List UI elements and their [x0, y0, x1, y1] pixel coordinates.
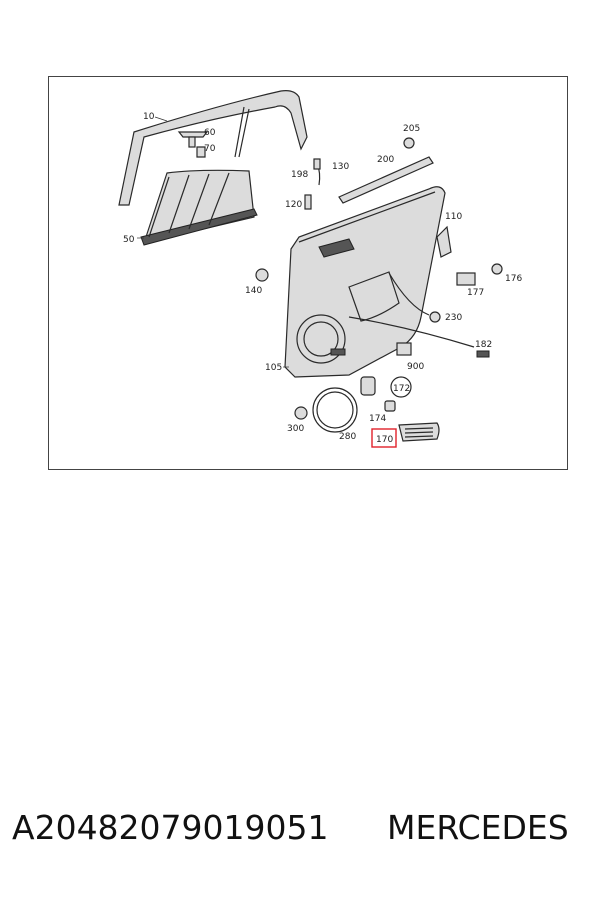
callout-110: 110: [445, 212, 462, 222]
cable-part: [313, 158, 321, 186]
callout-105: 105: [265, 363, 282, 373]
retainer-clip-part: [255, 268, 269, 282]
screw-part: [304, 194, 312, 210]
sunshade-part: [140, 169, 258, 246]
callout-176: 176: [505, 274, 522, 284]
callout-10: 10: [143, 112, 155, 122]
callout-182: 182: [475, 340, 492, 350]
switch-part: [456, 263, 503, 286]
trim-strip-part: [338, 156, 434, 204]
parts-diagram-frame: 10 60 70 205 130 200 198 120 110 50 140 …: [48, 76, 568, 470]
callout-170: 170: [376, 435, 393, 445]
callout-230: 230: [445, 313, 462, 323]
caption-bar: A20482079019051 MERCEDES: [0, 808, 600, 858]
callout-130: 130: [332, 162, 349, 172]
highlighted-grille-part: [398, 422, 440, 442]
callout-198: 198: [291, 170, 308, 180]
connector-part: [396, 342, 412, 356]
callout-280: 280: [339, 432, 356, 442]
callout-900: 900: [407, 362, 424, 372]
brand-name: MERCEDES: [387, 808, 569, 847]
callout-300: 300: [287, 424, 304, 434]
bolt-and-wire-part: [348, 272, 475, 348]
callout-200: 200: [377, 155, 394, 165]
fastener-part: [476, 350, 490, 358]
speaker-component-part: [360, 376, 412, 412]
callout-70: 70: [204, 144, 216, 154]
door-panel-part: [284, 186, 446, 378]
part-number: A20482079019051: [12, 808, 329, 847]
callout-60: 60: [204, 128, 216, 138]
speaker-cover-part: [312, 387, 358, 433]
callout-50: 50: [123, 235, 135, 245]
exploded-door-diagram: 10 60 70 205 130 200 198 120 110 50 140 …: [118, 90, 522, 448]
callout-172: 172: [393, 384, 410, 394]
window-frame-trim-part: [118, 90, 308, 206]
callout-177: 177: [467, 288, 484, 298]
callout-120: 120: [285, 200, 302, 210]
callout-174: 174: [369, 414, 386, 424]
callout-140: 140: [245, 286, 262, 296]
callout-205: 205: [403, 124, 420, 134]
bracket-part: [436, 225, 452, 258]
clip-part: [177, 131, 209, 158]
grommet-part: [403, 137, 415, 149]
highlight-box: [371, 428, 397, 448]
small-speaker-part: [294, 406, 308, 420]
